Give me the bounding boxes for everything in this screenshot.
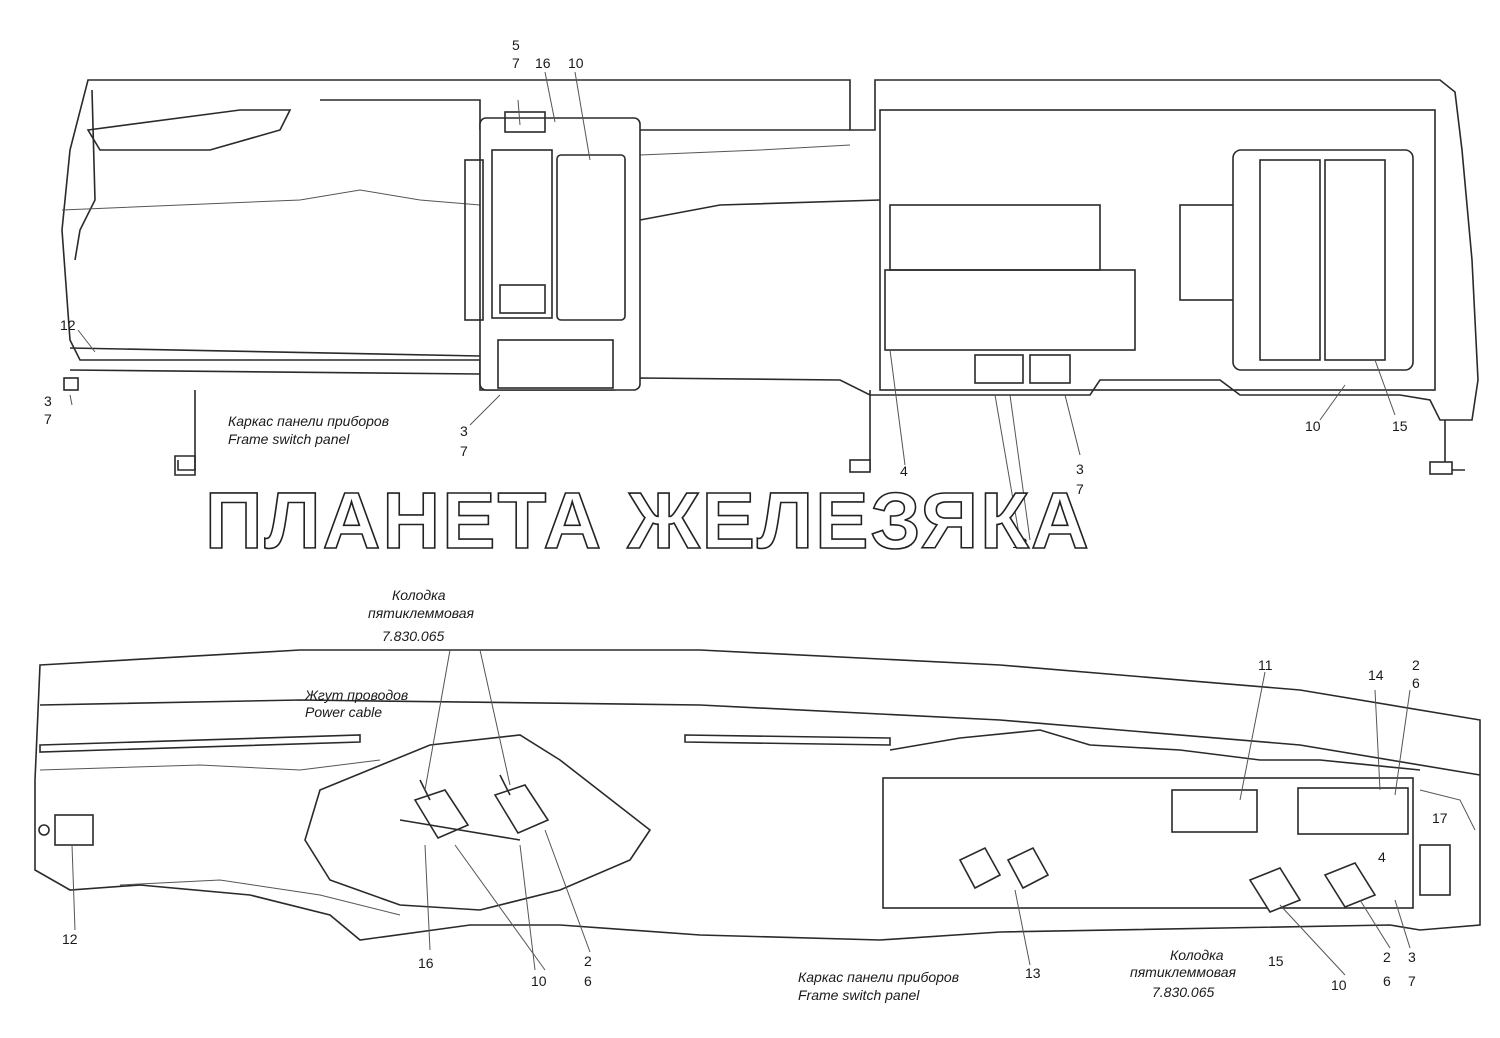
callout-13: 13 [1012, 535, 1028, 551]
top-leader-lines [69, 71, 1396, 541]
watermark-text: ПЛАНЕТА ЖЕЛЕЗЯКА [205, 476, 1091, 565]
block-label-ru-1: Колодка [392, 587, 446, 603]
callout-6: 6 [1383, 973, 1391, 989]
cable-label-ru: Жгут проводов [304, 687, 408, 703]
block2-label-ru-1: Колодка [1170, 947, 1224, 963]
power-cable-cutout [304, 734, 652, 911]
callout-16: 16 [535, 55, 551, 71]
callout-3: 3 [1076, 461, 1084, 477]
callout-2: 2 [1383, 949, 1391, 965]
top-panel-outline [61, 79, 1479, 421]
callout-7: 7 [44, 411, 52, 427]
callout-6: 6 [1412, 675, 1420, 691]
block-part-no: 7.830.065 [382, 628, 444, 644]
cable-label-en: Power cable [305, 704, 382, 720]
callout-13: 13 [1025, 965, 1041, 981]
block-label-ru-2: пятиклеммовая [368, 605, 475, 621]
callout-10: 10 [1331, 977, 1347, 993]
callout-10: 10 [1305, 418, 1321, 434]
bottom-frame-box [882, 729, 1451, 913]
callout-16: 16 [418, 955, 434, 971]
callout-4: 4 [1378, 849, 1386, 865]
callout-14: 14 [1368, 667, 1384, 683]
right-relay-module [879, 109, 1436, 391]
callout-6: 6 [584, 973, 592, 989]
callout-3: 3 [1408, 949, 1416, 965]
top-frame-label-en: Frame switch panel [228, 431, 350, 447]
callout-2: 2 [584, 953, 592, 969]
callout-12: 12 [60, 317, 76, 333]
top-view: Каркас панели приборов Frame switch pane… [44, 37, 1479, 551]
block-11 [1171, 789, 1258, 833]
callout-3: 3 [44, 393, 52, 409]
block2-label-ru-2: пятиклеммовая [1130, 964, 1237, 980]
callout-3: 3 [460, 423, 468, 439]
left-connector-block [54, 814, 94, 846]
five-terminal-block-left [399, 774, 550, 841]
block2-part-no: 7.830.065 [1152, 984, 1214, 1000]
callout-7: 7 [1076, 481, 1084, 497]
callout-10: 10 [531, 973, 547, 989]
callout-2: 2 [1412, 657, 1420, 673]
bottom-view: Колодка пятиклеммовая 7.830.065 Жгут про… [34, 587, 1481, 1003]
bottom-frame-label-ru: Каркас панели приборов [798, 969, 959, 985]
bottom-frame-label-en: Frame switch panel [798, 987, 920, 1003]
callout-5: 5 [512, 37, 520, 53]
callout-11: 11 [1258, 657, 1273, 673]
left-frame-bar [69, 347, 481, 375]
block-14 [1297, 787, 1409, 835]
top-frame-label-ru: Каркас панели приборов [228, 413, 389, 429]
callout-12: 12 [62, 931, 78, 947]
callout-4: 4 [900, 463, 908, 479]
callout-7: 7 [1408, 973, 1416, 989]
callout-15: 15 [1268, 953, 1284, 969]
bottom-leader-lines [71, 649, 1411, 976]
callout-7: 7 [512, 55, 520, 71]
callout-15: 15 [1392, 418, 1408, 434]
central-fuse-block [464, 111, 641, 391]
callout-7: 7 [460, 443, 468, 459]
bottom-panel-outline [34, 649, 1481, 941]
callout-10: 10 [568, 55, 584, 71]
callout-17: 17 [1432, 810, 1448, 826]
